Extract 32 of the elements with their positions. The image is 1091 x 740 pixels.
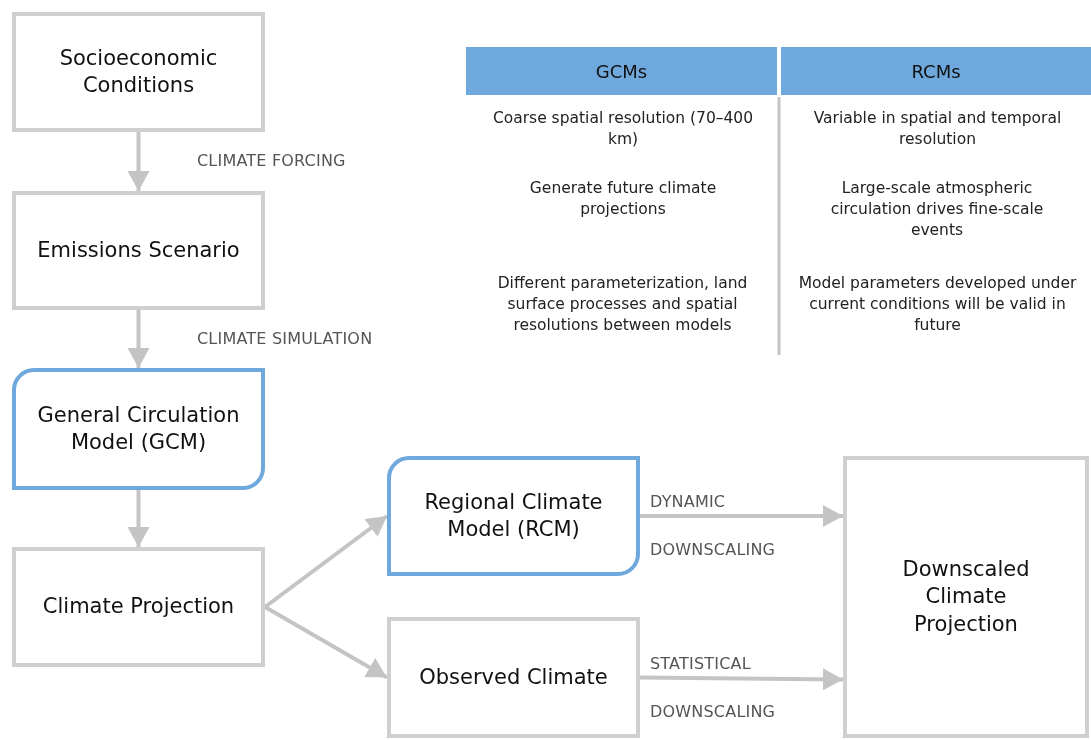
table-text: Large-scale atmospheric circulation drives fine-scale events [829,178,1045,241]
column-header: GCMs [466,47,777,95]
node-label: Observed Climate [418,663,609,691]
node-label: Downscaled Climate Projection [901,556,1031,638]
node-label: Socioeconomic Conditions [58,44,219,99]
table-text: Model parameters developed under current conditions will be valid in future [797,273,1078,336]
node-label: Emissions Scenario [36,236,241,264]
edge-label: STATISTICAL DOWNSCALING [650,653,777,723]
table-text: Variable in spatial and temporal resolution [812,108,1063,150]
arrow [640,505,843,527]
process-box [843,456,1089,738]
arrow [264,605,388,680]
arrow [127,490,150,547]
process-box [387,617,640,738]
column-header: RCMs [781,47,1091,95]
node-label: Climate Projection [41,593,236,621]
node-label: General Circulation Model (GCM) [36,401,241,456]
process-box [12,12,265,132]
process-box [12,547,265,667]
table-text: Coarse spatial resolution (70–400 km) [492,108,754,150]
table-text: Different parameterization, land surface processes and spatial resolutions between models [496,273,749,336]
model-box [12,368,265,490]
edge-label: CLIMATE SIMULATION [197,328,373,350]
edge-label: DYNAMIC DOWNSCALING [650,491,777,561]
node-label: Regional Climate Model (RCM) [423,488,604,543]
model-box [387,456,640,576]
arrow [127,310,150,368]
process-box [12,191,265,310]
table-text: Generate future climate projections [528,178,718,220]
edge-label: CLIMATE FORCING [197,150,346,172]
arrow [639,668,844,691]
arrow [127,132,150,191]
